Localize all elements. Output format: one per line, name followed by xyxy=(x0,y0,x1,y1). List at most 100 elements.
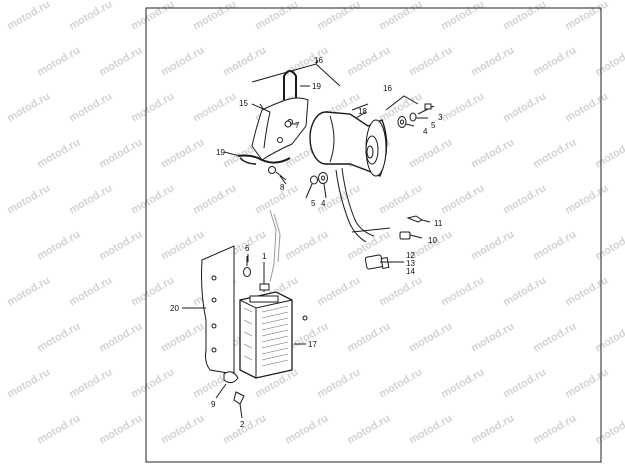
callout-12: 12 xyxy=(406,251,415,260)
watermark-text: motod.ru xyxy=(253,0,300,33)
watermark-text: motod.ru xyxy=(345,320,392,354)
watermark-text: motod.ru xyxy=(191,90,238,124)
watermark-text: motod.ru xyxy=(469,320,516,354)
watermark-text: motod.ru xyxy=(377,0,424,33)
watermark-text: motod.ru xyxy=(129,366,176,400)
watermark-text: motod.ru xyxy=(501,182,548,216)
watermark-text: motod.ru xyxy=(531,228,578,262)
callout-6: 6 xyxy=(245,244,250,253)
watermark-text: motod.ru xyxy=(129,90,176,124)
callout-5-lower: 5 xyxy=(311,199,316,208)
watermark-text: motod.ru xyxy=(283,228,330,262)
watermark-text: motod.ru xyxy=(593,136,625,170)
group-16-right-bracket xyxy=(385,95,419,111)
leader-lines xyxy=(247,103,428,270)
callout-16-right: 16 xyxy=(383,84,392,93)
watermark-text: motod.ru xyxy=(35,44,82,78)
horn xyxy=(309,103,388,177)
watermark-text: motod.ru xyxy=(563,0,610,33)
watermark-text: motod.ru xyxy=(159,44,206,78)
watermark-text: motod.ru xyxy=(501,274,548,308)
watermark-text: motod.ru xyxy=(345,412,392,446)
connector-12-13-14 xyxy=(364,254,396,270)
watermark-text: motod.ru xyxy=(531,320,578,354)
watermark-text: motod.ru xyxy=(129,0,176,33)
watermark-text: motod.ru xyxy=(315,274,362,308)
watermark-text: motod.ru xyxy=(129,182,176,216)
watermark-text: motod.ru xyxy=(377,182,424,216)
watermark-text: motod.ru xyxy=(563,182,610,216)
watermark-text: motod.ru xyxy=(531,412,578,446)
callout-18: 18 xyxy=(358,107,367,116)
watermark-text: motod.ru xyxy=(5,274,52,308)
bolt-3 xyxy=(417,103,435,115)
watermark-text: motod.ru xyxy=(35,136,82,170)
watermark-text: motod.ru xyxy=(35,412,82,446)
watermark-text: motod.ru xyxy=(35,228,82,262)
relay-wire xyxy=(269,209,281,283)
watermark-text: motod.ru xyxy=(563,90,610,124)
watermark-text: motod.ru xyxy=(469,228,516,262)
screw-2 xyxy=(233,391,245,419)
watermark-text: motod.ru xyxy=(469,412,516,446)
callout-8: 8 xyxy=(280,183,285,192)
callout-19-lower: 19 xyxy=(216,148,225,157)
watermark-text: motod.ru xyxy=(97,320,144,354)
watermark-text: motod.ru xyxy=(97,412,144,446)
clip-9 xyxy=(215,371,239,399)
watermark-text: motod.ru xyxy=(191,0,238,33)
watermark-text: motod.ru xyxy=(407,44,454,78)
watermark-text: motod.ru xyxy=(315,366,362,400)
callout-20: 20 xyxy=(170,304,179,313)
watermark-text: motod.ru xyxy=(563,274,610,308)
watermark-text: motod.ru xyxy=(563,366,610,400)
watermark-text: motod.ru xyxy=(5,182,52,216)
watermark-text: motod.ru xyxy=(253,182,300,216)
watermark-text: motod.ru xyxy=(439,90,486,124)
watermark-text: motod.ru xyxy=(5,90,52,124)
watermark-text: motod.ru xyxy=(439,366,486,400)
watermark-text: motod.ru xyxy=(35,320,82,354)
watermark-text: motod.ru xyxy=(377,274,424,308)
watermark-text: motod.ru xyxy=(345,44,392,78)
callout-2: 2 xyxy=(240,420,245,429)
watermark-text: motod.ru xyxy=(67,274,114,308)
watermark-text: motod.ru xyxy=(439,0,486,33)
group-16-bracket xyxy=(251,59,341,87)
watermark-text: motod.ru xyxy=(315,0,362,33)
callout-4-lower: 4 xyxy=(321,199,326,208)
watermark-text: motod.ru xyxy=(593,320,625,354)
callout-4-right: 4 xyxy=(423,127,428,136)
watermark-text: motod.ru xyxy=(159,412,206,446)
watermark-text: motod.ru xyxy=(407,412,454,446)
u-bolt-lower xyxy=(223,151,291,165)
horn-bracket xyxy=(251,97,309,161)
watermark-text: motod.ru xyxy=(593,228,625,262)
callout-15: 15 xyxy=(239,99,248,108)
watermark-text: motod.ru xyxy=(501,90,548,124)
callout-17: 17 xyxy=(308,340,317,349)
washer-4-right xyxy=(397,116,407,128)
u-bolt-top xyxy=(283,70,310,100)
watermark-text: motod.ru xyxy=(191,182,238,216)
callout-5-right: 5 xyxy=(431,121,436,130)
screw-8 xyxy=(268,166,287,181)
watermark-text: motod.ru xyxy=(67,90,114,124)
watermark-text: motod.ru xyxy=(531,136,578,170)
watermark-text: motod.ru xyxy=(469,136,516,170)
watermark-text: motod.ru xyxy=(159,136,206,170)
callout-11: 11 xyxy=(434,219,443,228)
callouts: 16 19 15 18 7 19 8 5 4 16 3 5 4 11 10 12… xyxy=(170,56,443,429)
watermark-text: motod.ru xyxy=(407,320,454,354)
washer-6 xyxy=(243,256,251,277)
callout-13: 13 xyxy=(406,259,415,268)
callout-3: 3 xyxy=(438,113,443,122)
watermark-text: motod.ru xyxy=(97,44,144,78)
bolt-1 xyxy=(259,270,270,292)
watermark-text: motod.ru xyxy=(159,320,206,354)
connector-10 xyxy=(399,231,423,240)
callout-1: 1 xyxy=(262,252,267,261)
watermark-text: motod.ru xyxy=(97,228,144,262)
watermark-text: motod.ru xyxy=(67,0,114,33)
watermark-text: motod.ru xyxy=(159,228,206,262)
